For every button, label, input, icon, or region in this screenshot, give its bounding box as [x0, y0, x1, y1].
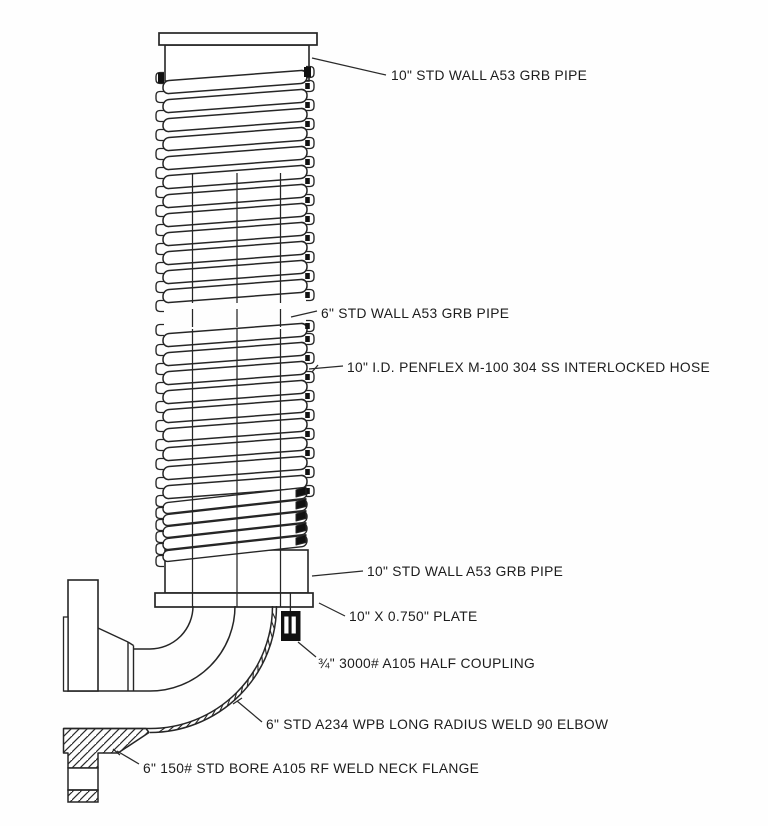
label-top-pipe: 10" STD WALL A53 GRB PIPE — [391, 68, 587, 83]
label-plate: 10" X 0.750" PLATE — [349, 609, 477, 624]
leader-top-pipe — [311, 57, 387, 76]
leader-plate — [318, 602, 346, 617]
leader-flange-tick — [112, 748, 121, 756]
label-hose: 10" I.D. PENFLEX M-100 304 SS INTERLOCKE… — [347, 360, 710, 375]
leader-lines — [112, 57, 387, 765]
label-inner-pipe: 6" STD WALL A53 GRB PIPE — [321, 306, 509, 321]
interlocked-hose-rings — [162, 69, 308, 563]
weld-neck-flange — [62, 579, 150, 803]
leader-lower-pipe — [311, 570, 364, 577]
label-flange: 6" 150# STD BORE A105 RF WELD NECK FLANG… — [143, 761, 479, 776]
label-half-coupling: ¾" 3000# A105 HALF COUPLING — [318, 656, 535, 671]
leader-elbow — [236, 700, 263, 723]
inner-pipe-hidden-lines — [191, 173, 282, 607]
label-lower-pipe: 10" STD WALL A53 GRB PIPE — [367, 564, 563, 579]
hose-interlock-brackets — [155, 65, 315, 568]
leader-flange — [116, 750, 140, 765]
assembly-linework — [62, 32, 318, 803]
half-coupling — [281, 593, 301, 641]
leader-hose-tick — [311, 364, 319, 373]
leader-hose — [308, 365, 344, 370]
leader-elbow-tick — [232, 697, 243, 705]
label-elbow: 6" STD A234 WPB LONG RADIUS WELD 90 ELBO… — [266, 717, 608, 732]
leader-inner-pipe — [290, 310, 318, 318]
leader-half-coupling — [297, 641, 317, 658]
callout-labels: 10" STD WALL A53 GRB PIPE 6" STD WALL A5… — [143, 68, 710, 776]
